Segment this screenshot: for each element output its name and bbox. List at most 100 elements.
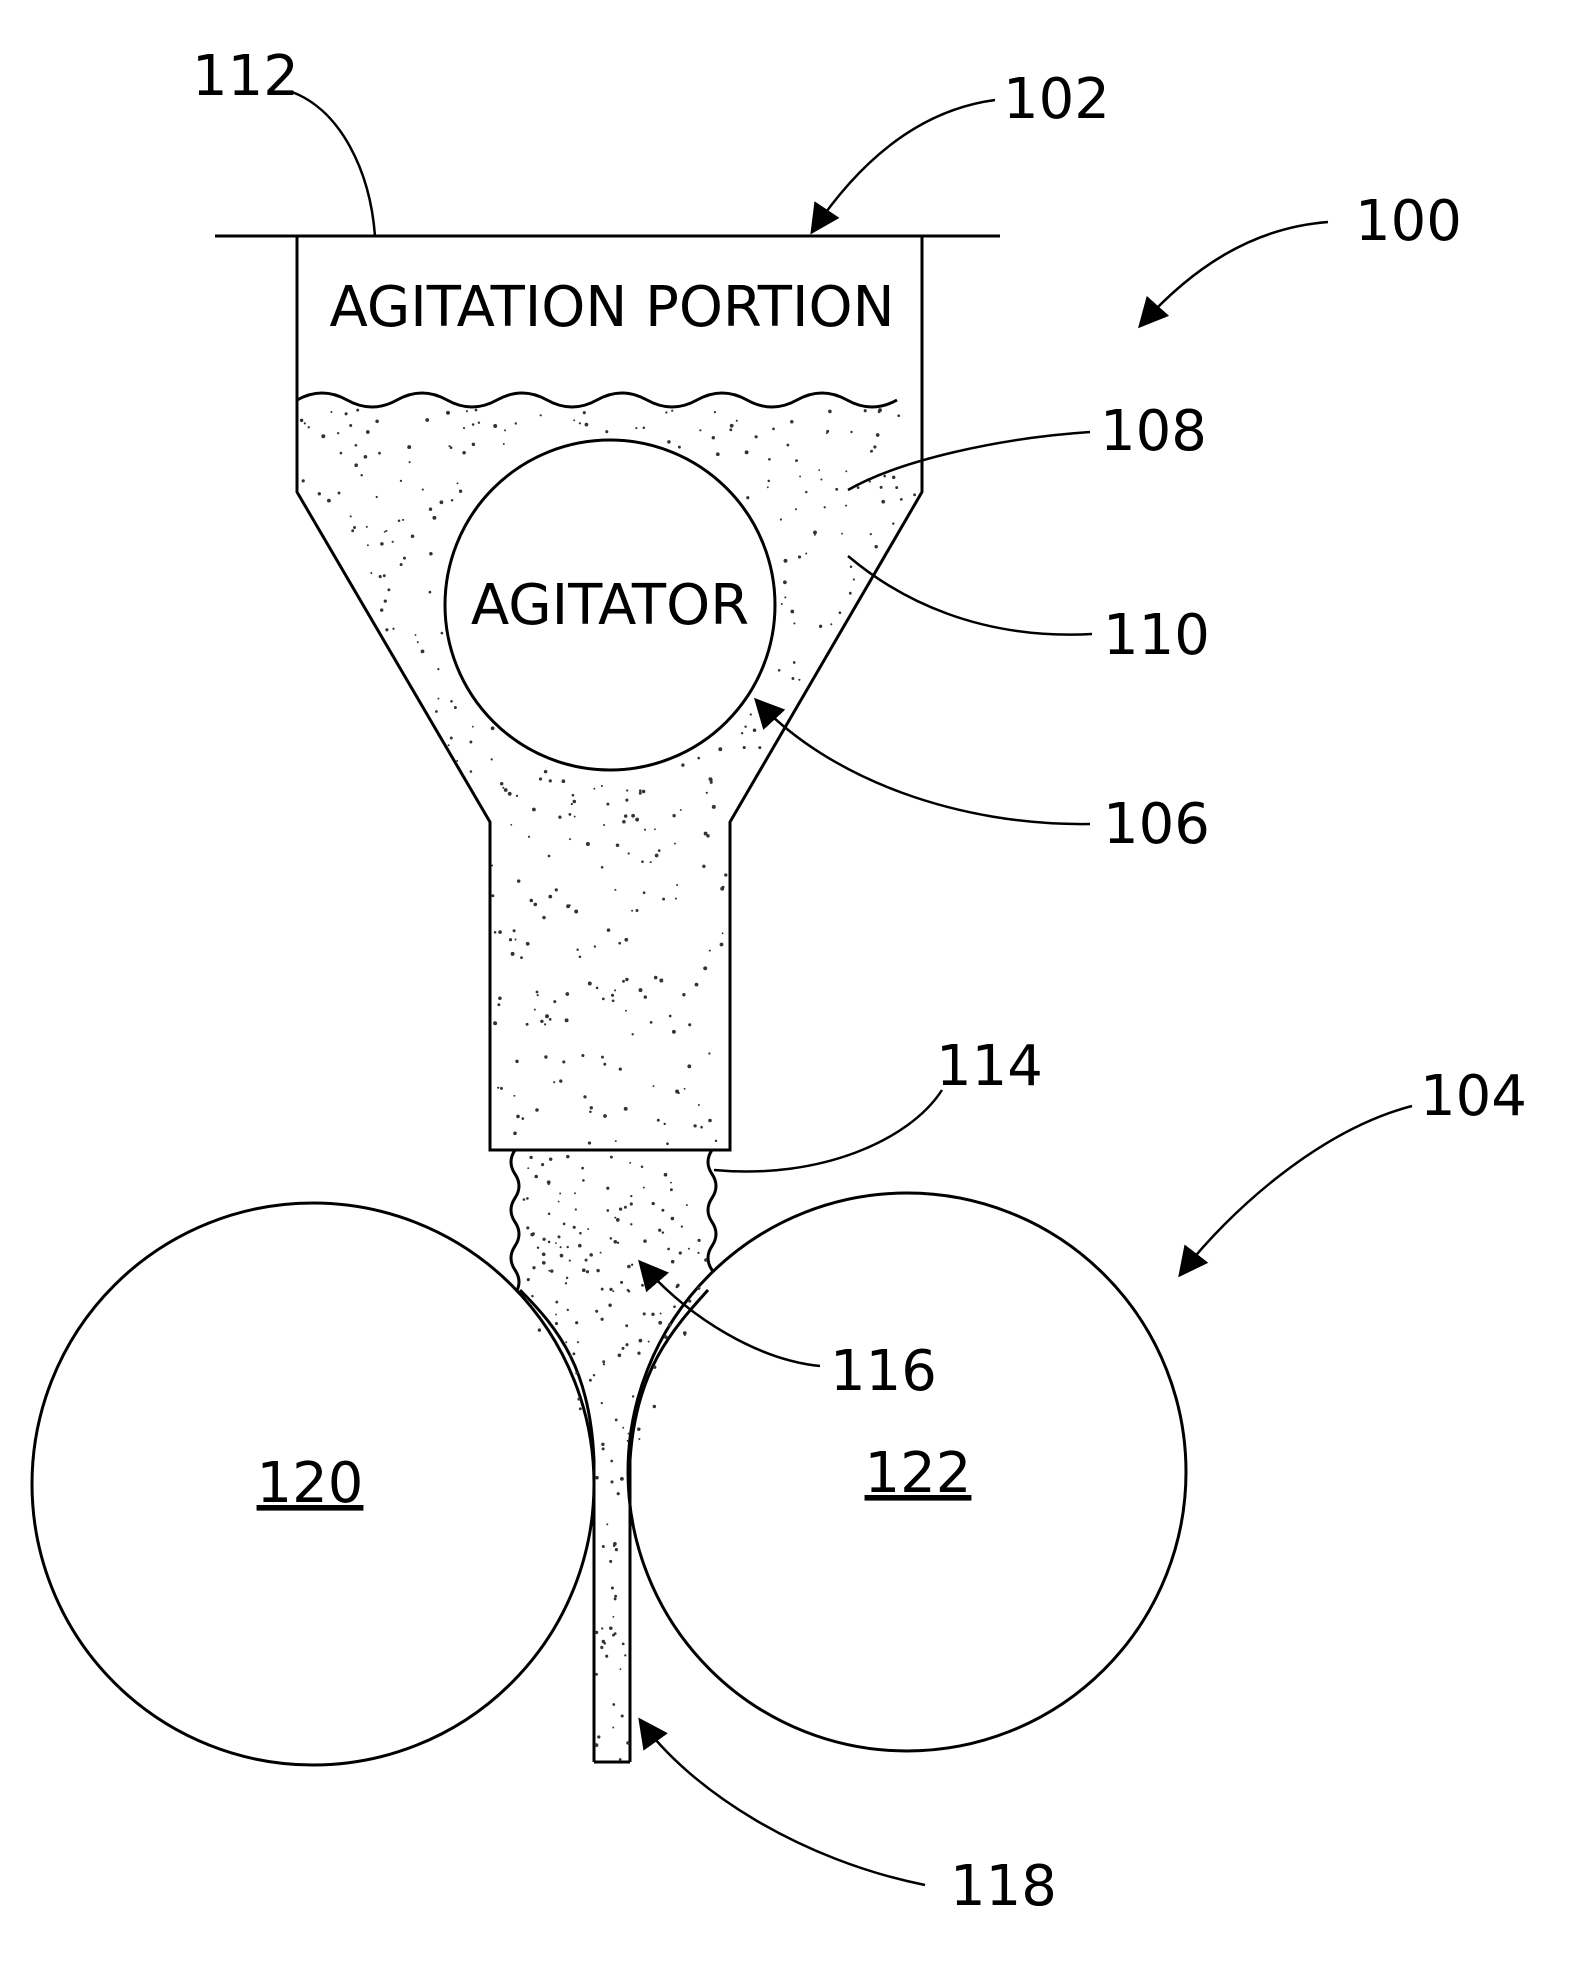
stipple-dot (441, 632, 444, 635)
stipple-dot (714, 411, 716, 413)
stipple-dot (778, 669, 781, 672)
stipple-dot (558, 816, 561, 819)
stipple-dot (643, 1239, 647, 1243)
stipple-dot (308, 426, 310, 428)
stipple-dot (472, 443, 475, 446)
stipple-dot (578, 1244, 582, 1248)
stipple-dot (583, 411, 586, 414)
stipple-dot (650, 861, 652, 863)
stipple-dot (370, 572, 372, 574)
stipple-dot (572, 794, 575, 797)
stipple-dot (635, 818, 639, 822)
stipple-dot (698, 1239, 701, 1242)
stipple-dot (864, 409, 867, 412)
stipple-dot (327, 499, 331, 503)
stipple-dot (697, 1252, 699, 1254)
stipple-dot (900, 498, 903, 501)
stipple-dot (542, 1261, 546, 1265)
stipple-dot (626, 1741, 630, 1745)
stipple-dot (709, 950, 711, 952)
stipple-dot (612, 1727, 614, 1729)
stipple-dot (425, 418, 429, 422)
stipple-dot (772, 428, 775, 431)
ref-110: 110 (1103, 603, 1210, 668)
stipple-dot (643, 891, 646, 894)
stipple-dot (491, 865, 493, 867)
stipple-dot (491, 894, 494, 897)
stipple-dot (565, 992, 569, 996)
stipple-dot (567, 1309, 569, 1311)
stipple-dot (577, 1341, 579, 1343)
stipple-dot (450, 737, 453, 740)
stipple-dot (515, 1060, 518, 1063)
stipple-dot (655, 854, 659, 858)
stipple-dot (521, 1117, 524, 1120)
stipple-dot (641, 1166, 644, 1169)
stipple-dot (632, 1395, 634, 1397)
stipple-dot (527, 1278, 530, 1281)
stipple-dot (710, 781, 713, 784)
stipple-dot (555, 1314, 557, 1316)
stipple-dot (548, 1270, 550, 1272)
stipple-dot (573, 1226, 576, 1229)
stipple-dot (602, 1640, 605, 1643)
stipple-dot (617, 1492, 620, 1495)
stipple-dot (349, 424, 352, 427)
stipple-dot (615, 1419, 618, 1422)
stipple-dot (626, 789, 628, 791)
stipple-dot (667, 440, 671, 444)
stipple-dot (459, 490, 462, 493)
stipple-dot (579, 1407, 582, 1410)
stipple-dot (411, 534, 415, 538)
stipple-dot (463, 427, 465, 429)
stipple-dot (676, 1285, 679, 1288)
stipple-dot (448, 744, 450, 746)
stipple-dot (602, 1545, 605, 1548)
stipple-dot (795, 459, 798, 462)
stipple-dot (651, 1280, 653, 1282)
stipple-dot (470, 770, 473, 773)
stipple-dot (672, 814, 675, 817)
stipple-dot (621, 1714, 624, 1717)
stipple-dot (651, 1313, 654, 1316)
stipple-dot (402, 519, 404, 521)
stipple-dot (708, 1119, 712, 1123)
stipple-dot (758, 746, 761, 749)
stipple-dot (662, 898, 665, 901)
stipple-dot (575, 1372, 578, 1375)
stipple-dot (697, 1287, 700, 1290)
stipple-dot (602, 998, 605, 1001)
stipple-dot (641, 1284, 644, 1287)
stipple-dot (515, 939, 517, 941)
stipple-dot (497, 1087, 499, 1089)
stipple-dot (379, 575, 382, 578)
stipple-dot (729, 428, 732, 431)
stipple-dot (321, 434, 325, 438)
stipple-dot (409, 461, 411, 463)
ref-106: 106 (1103, 792, 1210, 857)
stipple-dot (662, 1231, 664, 1233)
ref-104: 104 (1420, 1064, 1527, 1129)
stipple-dot (786, 444, 789, 447)
stipple-dot (853, 578, 855, 580)
stipple-dot (835, 488, 838, 491)
stipple-dot (631, 814, 635, 818)
stipple-dot (375, 420, 379, 424)
stipple-dot (625, 799, 628, 802)
stipple-dot (549, 1157, 552, 1160)
stipple-dot (534, 1009, 536, 1011)
stipple-dot (624, 814, 627, 817)
stipple-dot (586, 842, 590, 846)
stipple-dot (665, 411, 667, 413)
stipple-dot (383, 574, 386, 577)
stipple-dot (600, 1646, 603, 1649)
stipple-dot (744, 725, 746, 727)
stipple-dot (654, 976, 658, 980)
stipple-dot (601, 785, 603, 787)
stipple-dot (698, 1104, 700, 1106)
stipple-dot (601, 1443, 604, 1446)
stipple-dot (681, 763, 684, 766)
stipple-dot (648, 1341, 650, 1343)
stipple-dot (565, 1018, 569, 1022)
stipple-dot (502, 787, 504, 789)
